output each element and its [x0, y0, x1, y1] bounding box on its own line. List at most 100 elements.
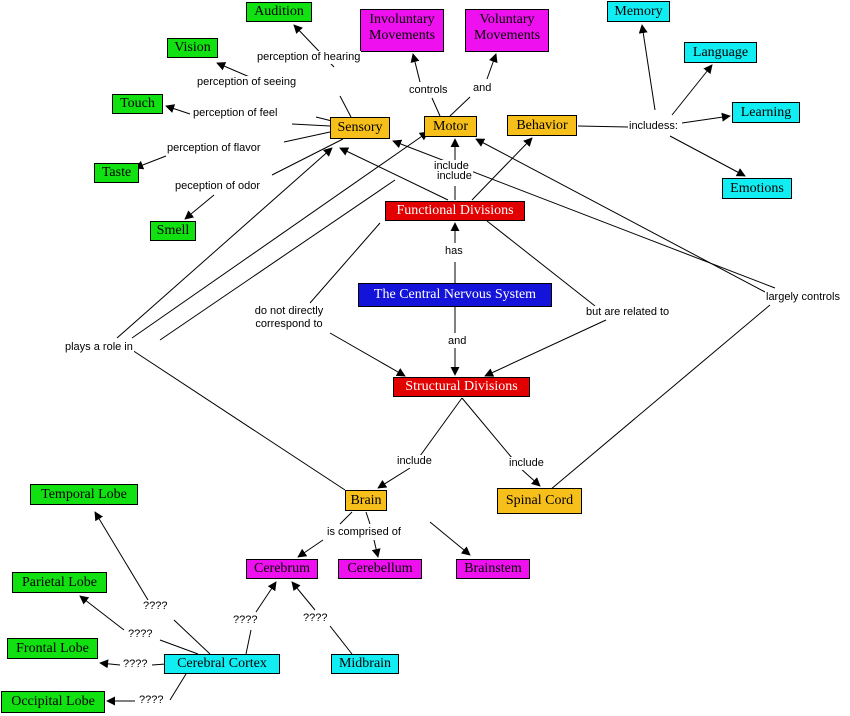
node-sensory[interactable]: Sensory [330, 117, 390, 139]
connector-line [159, 179, 396, 341]
connector-line [159, 639, 199, 655]
connector-line [79, 595, 125, 631]
node-taste[interactable]: Taste [94, 163, 139, 183]
link-label-includes: includess: [628, 120, 679, 133]
connector-line [173, 619, 211, 655]
link-label-q-occipital: ???? [138, 694, 165, 707]
node-cerebellum[interactable]: Cerebellum [338, 559, 422, 579]
node-audition[interactable]: Audition [246, 2, 312, 22]
connector-line [291, 123, 331, 127]
connector-line [297, 539, 324, 558]
node-cerebral-cortex[interactable]: Cerebral Cortex [164, 654, 280, 674]
connector-line [309, 222, 381, 304]
connector-line [475, 138, 766, 293]
node-smell[interactable]: Smell [150, 221, 196, 241]
node-involuntary-movements[interactable]: Involuntary Movements [360, 9, 444, 52]
connector-line [431, 97, 441, 117]
link-label-seeing: perception of seeing [196, 76, 298, 89]
link-label-and: and [447, 335, 468, 348]
node-learning[interactable]: Learning [732, 102, 800, 123]
link-label-plays-role: plays a role in [64, 341, 134, 354]
link-label-include-2: include [436, 170, 473, 183]
link-label-has: has [444, 245, 464, 258]
connector-line [365, 511, 371, 525]
link-label-flavor: perception of flavor [166, 142, 262, 155]
connector-line [131, 131, 429, 339]
node-motor[interactable]: Motor [424, 116, 477, 137]
connector-line [471, 137, 533, 201]
node-language[interactable]: Language [684, 42, 757, 63]
link-label-hearing: perception of hearing [256, 51, 362, 64]
link-label-feel: perception of feel [192, 107, 279, 120]
link-label-q-cortex-cerebrum: ???? [232, 614, 259, 627]
link-label-and-motor: and [472, 82, 493, 95]
connector-line [165, 104, 191, 115]
node-brain[interactable]: Brain [345, 490, 387, 511]
node-temporal-lobe[interactable]: Temporal Lobe [30, 484, 138, 505]
node-memory[interactable]: Memory [607, 1, 670, 22]
link-label-comprised: is comprised of [326, 526, 402, 539]
node-vision[interactable]: Vision [167, 38, 218, 58]
connector-line [184, 194, 215, 220]
node-structural-divisions[interactable]: Structural Divisions [393, 377, 530, 397]
node-frontal-lobe[interactable]: Frontal Lobe [7, 638, 98, 659]
connector-line [339, 511, 353, 525]
connector-line [339, 95, 352, 118]
connector-line [271, 138, 344, 176]
connector-line [377, 467, 411, 489]
connector-line [486, 53, 498, 80]
connector-line [429, 521, 471, 556]
node-touch[interactable]: Touch [112, 94, 163, 114]
connector-line [484, 319, 607, 377]
link-label-odor: peception of odor [174, 180, 262, 193]
connector-line [131, 349, 346, 491]
link-label-largely-controls: largely controls [765, 291, 841, 304]
link-label-q-parietal: ???? [127, 628, 154, 641]
connector-line [169, 673, 187, 701]
connector-line [245, 629, 252, 655]
link-label-include-brain: include [396, 455, 433, 468]
link-label-include-spinal: include [508, 457, 545, 470]
connector-line [671, 64, 713, 116]
connector-line [449, 96, 471, 117]
connector-line [134, 155, 167, 170]
link-label-q-frontal: ???? [122, 658, 149, 671]
node-behavior[interactable]: Behavior [507, 115, 577, 136]
link-label-include-1: include [433, 160, 470, 173]
node-spinal-cord[interactable]: Spinal Cord [497, 488, 582, 514]
connector-line [151, 663, 167, 666]
connector-line [549, 304, 771, 491]
connector-line [371, 539, 381, 558]
connector-line [638, 24, 656, 111]
connector-line [669, 135, 746, 177]
connector-line [329, 625, 353, 655]
node-functional-divisions[interactable]: Functional Divisions [385, 201, 525, 221]
connector-line [339, 147, 449, 201]
node-emotions[interactable]: Emotions [722, 178, 792, 199]
node-parietal-lobe[interactable]: Parietal Lobe [12, 572, 107, 593]
connector-line [461, 397, 513, 459]
node-occipital-lobe[interactable]: Occipital Lobe [1, 691, 105, 713]
connector-line [519, 467, 541, 487]
connector-line [283, 131, 331, 143]
connector-line [315, 116, 333, 122]
connector-line [419, 397, 463, 457]
connector-line [99, 659, 121, 669]
connector-line [486, 220, 596, 307]
node-voluntary-movements[interactable]: Voluntary Movements [465, 9, 549, 52]
connector-line [681, 112, 731, 124]
node-midbrain[interactable]: Midbrain [331, 654, 399, 674]
link-label-q-midbrain-cerebrum: ???? [302, 612, 329, 625]
node-cerebrum[interactable]: Cerebrum [246, 559, 318, 579]
link-label-related-to: but are related to [585, 306, 671, 319]
connector-line [116, 147, 333, 339]
connector-line [577, 125, 629, 128]
node-brainstem[interactable]: Brainstem [456, 559, 530, 579]
node-central-nervous-system[interactable]: The Central Nervous System [358, 283, 552, 307]
link-label-do-not-correspond: do not directly correspond to [246, 305, 332, 331]
connector-line [410, 53, 421, 83]
connector-line [255, 581, 277, 613]
link-label-controls: controls [408, 84, 449, 97]
link-label-q-temporal: ???? [142, 600, 169, 613]
